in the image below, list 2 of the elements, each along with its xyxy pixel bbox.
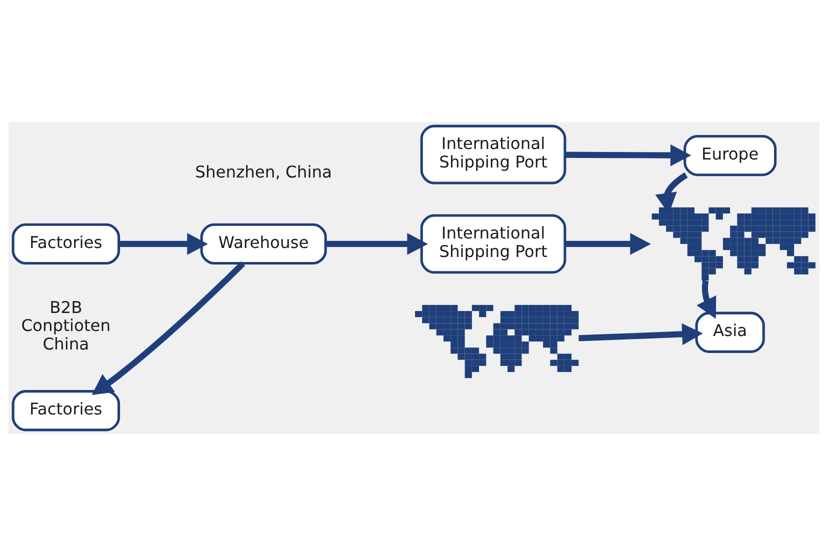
label: B2B Conptioten China (21, 297, 111, 353)
label: Shenzhen, China (195, 162, 332, 182)
